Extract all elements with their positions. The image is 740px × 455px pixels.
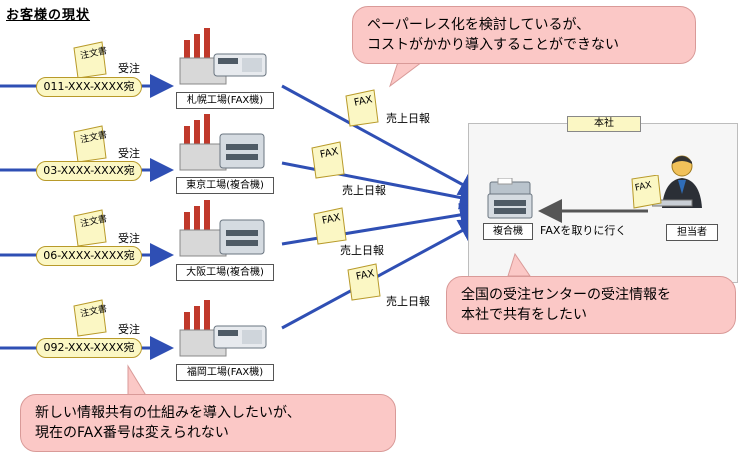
bubble-paperless: ペーパーレス化を検討しているが、 コストがかかり導入することができない [352,6,696,64]
order-label-4: 受注 [118,323,140,336]
order-doc-icon-4 [73,299,107,337]
order-doc-icon-1 [73,41,107,79]
order-doc-icon-2 [73,125,107,163]
site-label-1: 札幌工場(FAX機) [176,92,274,109]
phone-number-1: 011-XXX-XXXX宛 [36,77,142,97]
fax-note-icon-4 [347,263,381,301]
order-label-2: 受注 [118,147,140,160]
order-doc-icon-3 [73,209,107,247]
bubble-hq-share-line-1: 全国の受注センターの受注情報を [461,287,671,303]
order-label-1: 受注 [118,62,140,75]
factory-fax-icon-1 [179,28,267,85]
bubble-fax-number-line-2: 現在のFAX番号は変えられない [35,425,229,441]
sales-report-label-3: 売上日報 [340,244,384,257]
fax-note-icon-3 [313,207,347,245]
order-label-3: 受注 [118,232,140,245]
report-arrow-1 [281,84,484,196]
page-title: お客様の現状 [6,8,91,23]
sales-report-label-1: 売上日報 [386,112,430,125]
sales-report-label-4: 売上日報 [386,295,430,308]
factory-mfp-icon-2 [179,114,265,171]
person-label: 担当者 [666,224,718,241]
bubble-fax-number: 新しい情報共有の仕組みを導入したいが、 現在のFAX番号は変えられない [20,394,396,452]
bubble-fax-number-line-1: 新しい情報共有の仕組みを導入したいが、 [35,405,301,421]
site-label-2: 東京工場(複合機) [176,177,274,194]
factory-fax-icon-4 [179,300,267,357]
phone-number-4: 092-XXX-XXXX宛 [36,338,142,358]
hq-device-label: 複合機 [483,223,533,240]
phone-number-2: 03-XXXX-XXXX宛 [36,161,142,181]
fax-note-icon-1 [345,89,379,127]
hq-mfp-icon [487,178,533,219]
site-label-4: 福岡工場(FAX機) [176,364,274,381]
bubble-hq-share: 全国の受注センターの受注情報を 本社で共有をしたい [446,276,736,334]
sales-report-label-2: 売上日報 [342,184,386,197]
fetch-fax-label: FAXを取りに行く [540,224,627,237]
phone-number-3: 06-XXXX-XXXX宛 [36,246,142,266]
report-arrow-3 [281,203,484,246]
report-arrow-4 [281,219,484,330]
site-label-3: 大阪工場(複合機) [176,264,274,281]
fax-note-icon-2 [311,141,345,179]
person-icon [652,155,702,208]
hq-tag: 本社 [567,116,641,132]
bubble-hq-share-line-2: 本社で共有をしたい [461,307,587,323]
bubble-paperless-line-1: ペーパーレス化を検討しているが、 [367,17,591,33]
factory-mfp-icon-3 [179,200,265,257]
bubble-paperless-line-2: コストがかかり導入することができない [367,37,619,53]
hq-fax-note-icon [631,175,662,209]
